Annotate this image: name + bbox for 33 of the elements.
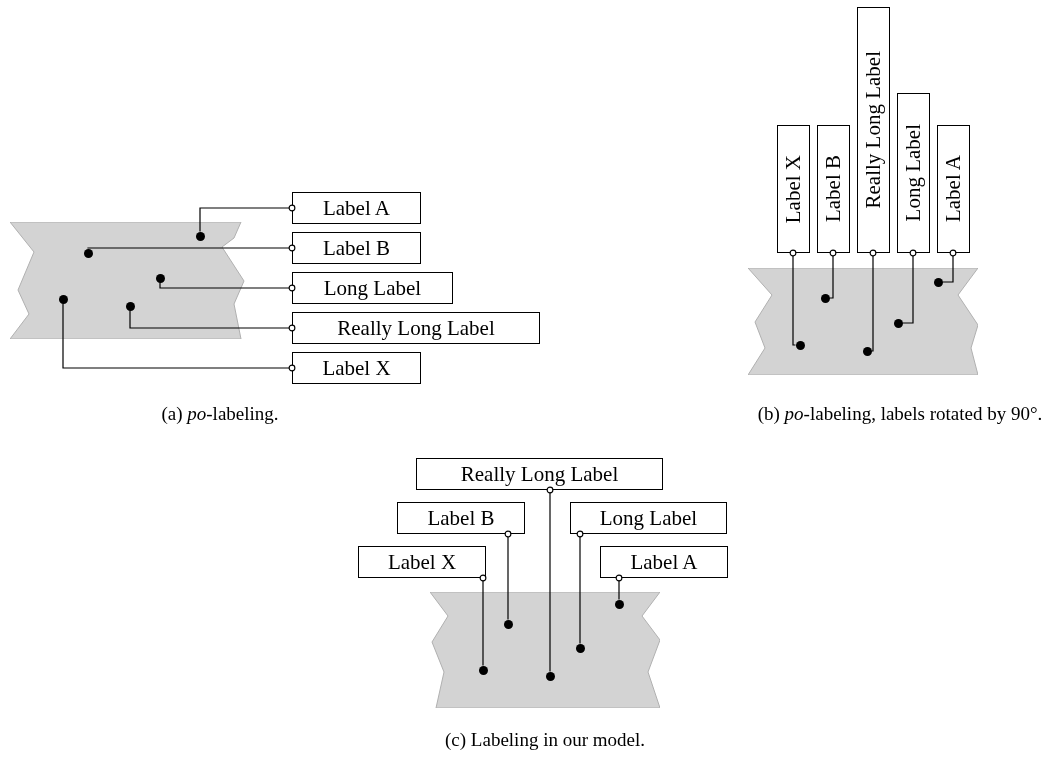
leader-line [869,249,877,352]
label-box: Label A [292,192,421,224]
leader-line [479,574,487,667]
leader-line [828,249,837,299]
leader-line [199,204,296,233]
leader-line [789,249,797,346]
label-box: Long Label [570,502,727,534]
label-box: Long Label [897,93,930,253]
label-box: Label A [937,125,970,253]
leader-line [62,302,296,372]
label-box: Long Label [292,272,453,304]
label-box: Label B [817,125,850,253]
figure-caption: (c) Labeling in our model. [445,728,645,752]
label-box: Label B [292,232,421,264]
label-box: Label X [292,352,421,384]
label-box: Label X [777,125,810,253]
leader-line [546,486,554,673]
leader-line [129,309,296,332]
leader-line [576,530,584,645]
label-box: Label B [397,502,525,534]
leader-line [901,249,917,324]
leader-line [159,281,296,292]
leader-line [615,574,623,601]
leader-line [941,249,957,283]
label-box: Really Long Label [857,7,890,253]
label-box: Really Long Label [292,312,540,344]
leader-line [504,530,512,621]
figure-caption: (b) po-labeling, labels rotated by 90°. [757,402,1043,426]
label-box: Really Long Label [416,458,663,490]
label-box: Label A [600,546,728,578]
label-box: Label X [358,546,486,578]
figure-caption: (a) po-labeling. [161,402,279,426]
leader-line [87,244,296,252]
